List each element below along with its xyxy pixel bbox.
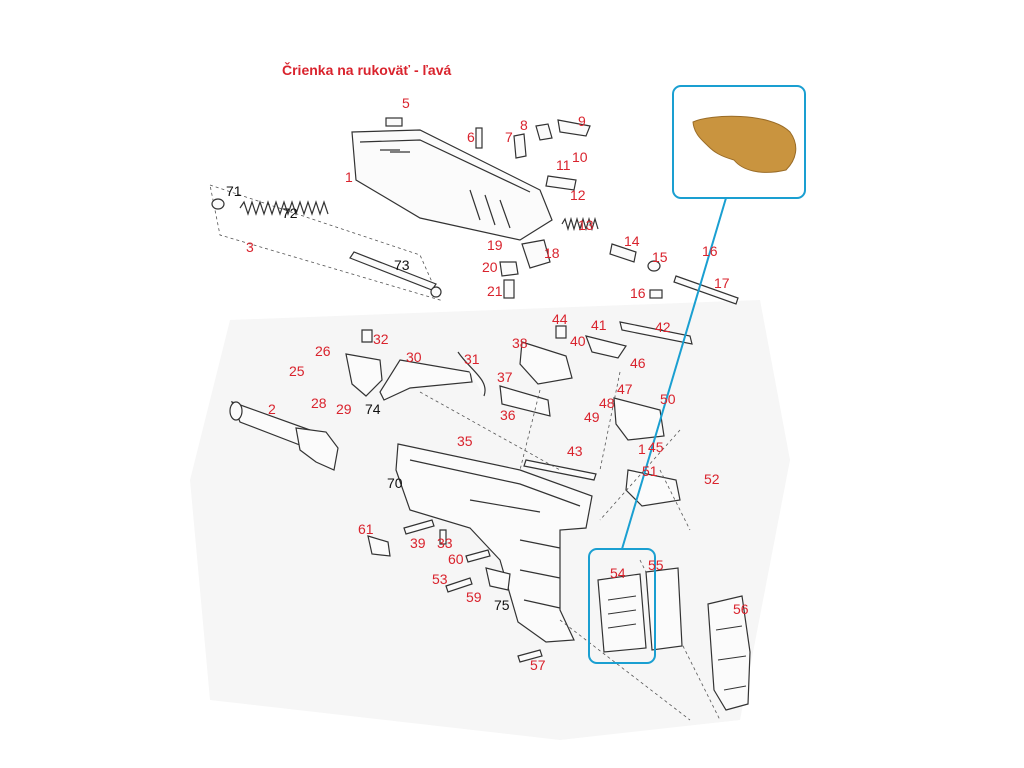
part-label-19: 19 bbox=[487, 237, 503, 253]
small-parts bbox=[361, 119, 591, 663]
part-label-33: 33 bbox=[437, 535, 453, 551]
part-label-35: 35 bbox=[457, 433, 473, 449]
left-grip-panel-photo bbox=[692, 115, 797, 173]
part-label-16: 16 bbox=[630, 285, 646, 301]
part-label-50: 50 bbox=[660, 391, 676, 407]
part-label-7: 7 bbox=[505, 129, 513, 145]
part-label-49: 49 bbox=[584, 409, 600, 425]
part-label-42: 42 bbox=[655, 319, 671, 335]
part-label-72: 72 bbox=[282, 205, 298, 221]
part-label-40: 40 bbox=[570, 333, 586, 349]
part-label-56: 56 bbox=[733, 601, 749, 617]
part-label-32: 32 bbox=[373, 331, 389, 347]
part-label-52: 52 bbox=[704, 471, 720, 487]
part-label-38: 38 bbox=[512, 335, 528, 351]
part-label-1: 1 bbox=[345, 169, 353, 185]
grip-panel-56 bbox=[707, 595, 751, 711]
part-label-57: 57 bbox=[530, 657, 546, 673]
part-label-41: 41 bbox=[591, 317, 607, 333]
part-label-15: 15 bbox=[652, 249, 668, 265]
grip-panel-55 bbox=[645, 567, 683, 651]
part-label-6: 6 bbox=[467, 129, 475, 145]
part-label-74: 74 bbox=[365, 401, 381, 417]
part-label-53: 53 bbox=[432, 571, 448, 587]
part-label-17: 17 bbox=[714, 275, 730, 291]
callout-connector-line bbox=[621, 197, 727, 550]
part-label-8: 8 bbox=[520, 117, 528, 133]
part-label-5: 5 bbox=[402, 95, 410, 111]
barrel-part bbox=[229, 400, 339, 471]
slide-part bbox=[351, 117, 553, 241]
part-label-39: 39 bbox=[410, 535, 426, 551]
part-label-20: 20 bbox=[482, 259, 498, 275]
part-label-28: 28 bbox=[311, 395, 327, 411]
part-label-26: 26 bbox=[315, 343, 331, 359]
part-label-70: 70 bbox=[387, 475, 403, 491]
part-label-59: 59 bbox=[466, 589, 482, 605]
part-label-36: 36 bbox=[500, 407, 516, 423]
part-label-1: 1 bbox=[638, 441, 646, 457]
diagram-title: Črienka na rukoväť - ľavá bbox=[282, 62, 452, 78]
part-label-71: 71 bbox=[226, 183, 242, 199]
part-label-25: 25 bbox=[289, 363, 305, 379]
part-label-14: 14 bbox=[624, 233, 640, 249]
part-label-48: 48 bbox=[599, 395, 615, 411]
part-label-46: 46 bbox=[630, 355, 646, 371]
part-label-60: 60 bbox=[448, 551, 464, 567]
part-label-9: 9 bbox=[578, 113, 586, 129]
part-label-13: 13 bbox=[578, 217, 594, 233]
part-label-47: 47 bbox=[617, 381, 633, 397]
part-label-11: 11 bbox=[556, 157, 571, 173]
recoil-spring-assembly bbox=[209, 184, 442, 301]
part-label-44: 44 bbox=[552, 311, 568, 327]
part-label-12: 12 bbox=[570, 187, 586, 203]
part-label-16: 16 bbox=[702, 243, 718, 259]
part-label-18: 18 bbox=[544, 245, 560, 261]
striker-spring bbox=[561, 216, 599, 232]
grip-panel-54 bbox=[597, 573, 647, 653]
part-label-73: 73 bbox=[394, 257, 410, 273]
part-label-54: 54 bbox=[610, 565, 626, 581]
part-label-51: 51 bbox=[642, 463, 658, 479]
part-label-55: 55 bbox=[648, 557, 664, 573]
leader-lines bbox=[419, 371, 721, 721]
part-label-30: 30 bbox=[406, 349, 422, 365]
part-label-45: 45 bbox=[648, 439, 664, 455]
part-label-61: 61 bbox=[358, 521, 374, 537]
part-label-29: 29 bbox=[336, 401, 352, 417]
part-label-31: 31 bbox=[464, 351, 480, 367]
frame-part bbox=[395, 443, 593, 643]
part-label-75: 75 bbox=[494, 597, 510, 613]
recoil-spring bbox=[239, 200, 329, 216]
part-label-2: 2 bbox=[268, 401, 276, 417]
part-label-37: 37 bbox=[497, 369, 513, 385]
striker-assembly bbox=[561, 216, 739, 305]
part-label-21: 21 bbox=[487, 283, 503, 299]
part-label-10: 10 bbox=[572, 149, 588, 165]
part-label-43: 43 bbox=[567, 443, 583, 459]
part-label-3: 3 bbox=[246, 239, 254, 255]
